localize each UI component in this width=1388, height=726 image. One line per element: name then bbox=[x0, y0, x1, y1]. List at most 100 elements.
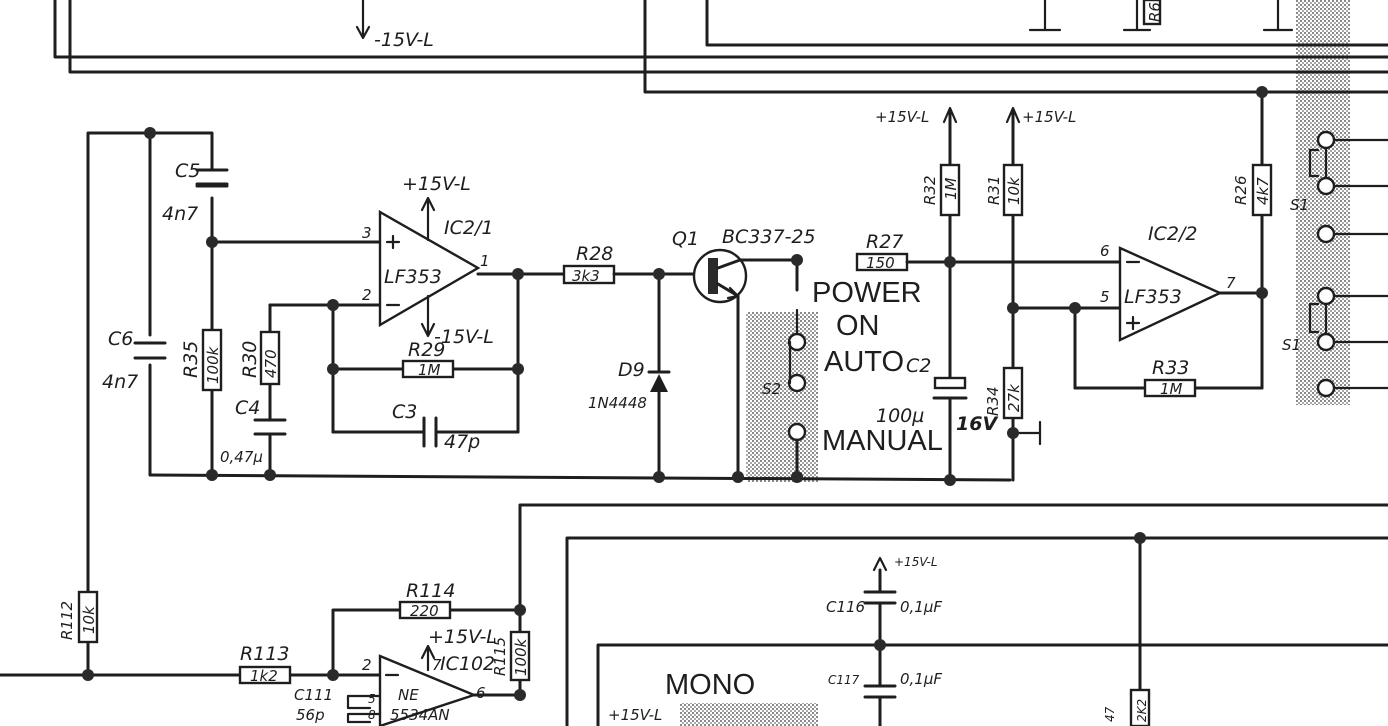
mono-label: MONO bbox=[665, 669, 755, 701]
rail-label-neg-top: -15V-L bbox=[374, 29, 434, 51]
decoupling-caps bbox=[863, 556, 897, 726]
resistor-r26 bbox=[1251, 163, 1273, 217]
ic102-ref: IC102 bbox=[440, 653, 495, 675]
ic22-pin5: 5 bbox=[1100, 288, 1110, 306]
r32-c2-column bbox=[932, 106, 968, 482]
ic102-pin-out: 6 bbox=[476, 684, 486, 702]
ic102-pin8: 8 bbox=[368, 708, 376, 722]
resistor-2k2-partial bbox=[1129, 688, 1151, 726]
top-bus-wires bbox=[53, 0, 1388, 94]
r112-value: 10k bbox=[80, 605, 98, 634]
r27-ref: R27 bbox=[866, 231, 903, 253]
ic21-neg-rail: -15V-L bbox=[434, 326, 494, 348]
r114-value: 220 bbox=[410, 602, 439, 620]
c116-value: 0,1µF bbox=[900, 598, 942, 616]
resistor-r32 bbox=[939, 163, 961, 217]
r31-value: 10k bbox=[1005, 176, 1023, 205]
resistor-r113 bbox=[238, 665, 292, 685]
c4-ref: C4 bbox=[235, 397, 260, 419]
resistor-r34 bbox=[1002, 366, 1024, 420]
r33-value: 1M bbox=[1160, 380, 1183, 398]
ic102-type1: NE bbox=[398, 686, 419, 704]
c4-value: 0,47µ bbox=[220, 448, 263, 466]
r26-value: 4k7 bbox=[1254, 177, 1272, 205]
resistor-r115 bbox=[509, 630, 531, 682]
s1a-ref: S1 bbox=[1290, 196, 1309, 214]
c6-value: 4n7 bbox=[102, 371, 138, 393]
manual-label: MANUAL bbox=[822, 425, 943, 457]
ic21-pin3: 3 bbox=[362, 224, 372, 242]
ic22-type: LF353 bbox=[1124, 286, 1182, 308]
resistor-r35 bbox=[201, 328, 223, 392]
ic21-pin1: 1 bbox=[480, 252, 490, 270]
r32-ref: R32 bbox=[921, 175, 939, 205]
d9-type: 1N4448 bbox=[588, 394, 647, 412]
s2-ref: S2 bbox=[762, 380, 781, 398]
switch-s2 bbox=[787, 308, 807, 479]
r29-ref: R29 bbox=[408, 339, 445, 361]
on-label: ON bbox=[836, 310, 880, 342]
input-network bbox=[86, 131, 1012, 677]
d9-ref: D9 bbox=[618, 359, 645, 381]
c2-ref: C2 bbox=[906, 355, 931, 377]
c6-ref: C6 bbox=[108, 328, 133, 350]
c116-rail: +15V-L bbox=[894, 555, 938, 569]
ic22-pin7: 7 bbox=[1226, 274, 1236, 292]
switch-panel-mono bbox=[680, 703, 818, 726]
r115-ref: R115 bbox=[491, 637, 509, 676]
bottom-wires bbox=[0, 503, 1388, 726]
r34-value: 27k bbox=[1005, 383, 1023, 412]
switch-panel-s2 bbox=[746, 312, 818, 482]
r34-ref: R34 bbox=[984, 386, 1002, 416]
r26-ref: R26 bbox=[1232, 175, 1250, 205]
r114-ref: R114 bbox=[406, 580, 455, 602]
c111-value: 56p bbox=[296, 706, 325, 724]
r47-partial: 47 bbox=[1103, 706, 1117, 722]
power-on-label: POWER bbox=[812, 277, 922, 309]
r2k2-value: 2K2 bbox=[1135, 699, 1149, 722]
auto-label: AUTO bbox=[824, 346, 904, 378]
r112-ref: R112 bbox=[58, 601, 76, 640]
ic22-ref: IC2/2 bbox=[1148, 223, 1197, 245]
resistor-r29 bbox=[401, 359, 455, 379]
junction-dots bbox=[82, 86, 1268, 701]
q1-type: BC337-25 bbox=[722, 226, 816, 248]
ic102-pin5: 5 bbox=[368, 692, 376, 706]
ic21-pos-rail: +15V-L bbox=[402, 173, 471, 195]
r32-rail: +15V-L bbox=[875, 108, 929, 126]
r6-partial-label: R6 bbox=[1146, 2, 1164, 22]
resistor-r31 bbox=[1002, 163, 1024, 217]
c5-ref: C5 bbox=[175, 160, 200, 182]
ic22-pin6: 6 bbox=[1100, 242, 1110, 260]
r113-ref: R113 bbox=[240, 643, 289, 665]
c117-ref: C117 bbox=[828, 673, 860, 687]
s1b-ref: S1 bbox=[1282, 336, 1301, 354]
ic21-type: LF353 bbox=[384, 266, 442, 288]
r31-ref: R31 bbox=[985, 175, 1003, 205]
q1-ref: Q1 bbox=[672, 228, 699, 250]
r28-ref: R28 bbox=[576, 243, 613, 265]
r28-value: 3k3 bbox=[572, 267, 600, 285]
c2-voltage: 16V bbox=[956, 413, 998, 435]
r35-value: 100k bbox=[204, 345, 222, 384]
ic102-pin-supply: 7 bbox=[432, 656, 442, 674]
r30-ref: R30 bbox=[239, 341, 261, 378]
ic102-rail: +15V-L bbox=[428, 626, 497, 648]
mono-rail: +15V-L bbox=[608, 706, 662, 724]
opamp-ic102 bbox=[346, 644, 478, 726]
c117-value: 0,1µF bbox=[900, 670, 942, 688]
r32-value: 1M bbox=[942, 177, 960, 200]
resistor-r112 bbox=[77, 590, 99, 644]
c5-value: 4n7 bbox=[162, 203, 198, 225]
c3-ref: C3 bbox=[392, 401, 417, 423]
opamp-ic2-1 bbox=[378, 196, 481, 338]
opamp-ic2-2 bbox=[1073, 90, 1264, 390]
c111-ref: C111 bbox=[294, 686, 333, 704]
r27-value: 150 bbox=[866, 254, 895, 272]
capacitor-c6 bbox=[133, 341, 167, 360]
r29-value: 1M bbox=[418, 361, 441, 379]
c3-value: 47p bbox=[444, 431, 480, 453]
resistor-r114 bbox=[398, 600, 452, 620]
r31-rail: +15V-L bbox=[1022, 108, 1076, 126]
